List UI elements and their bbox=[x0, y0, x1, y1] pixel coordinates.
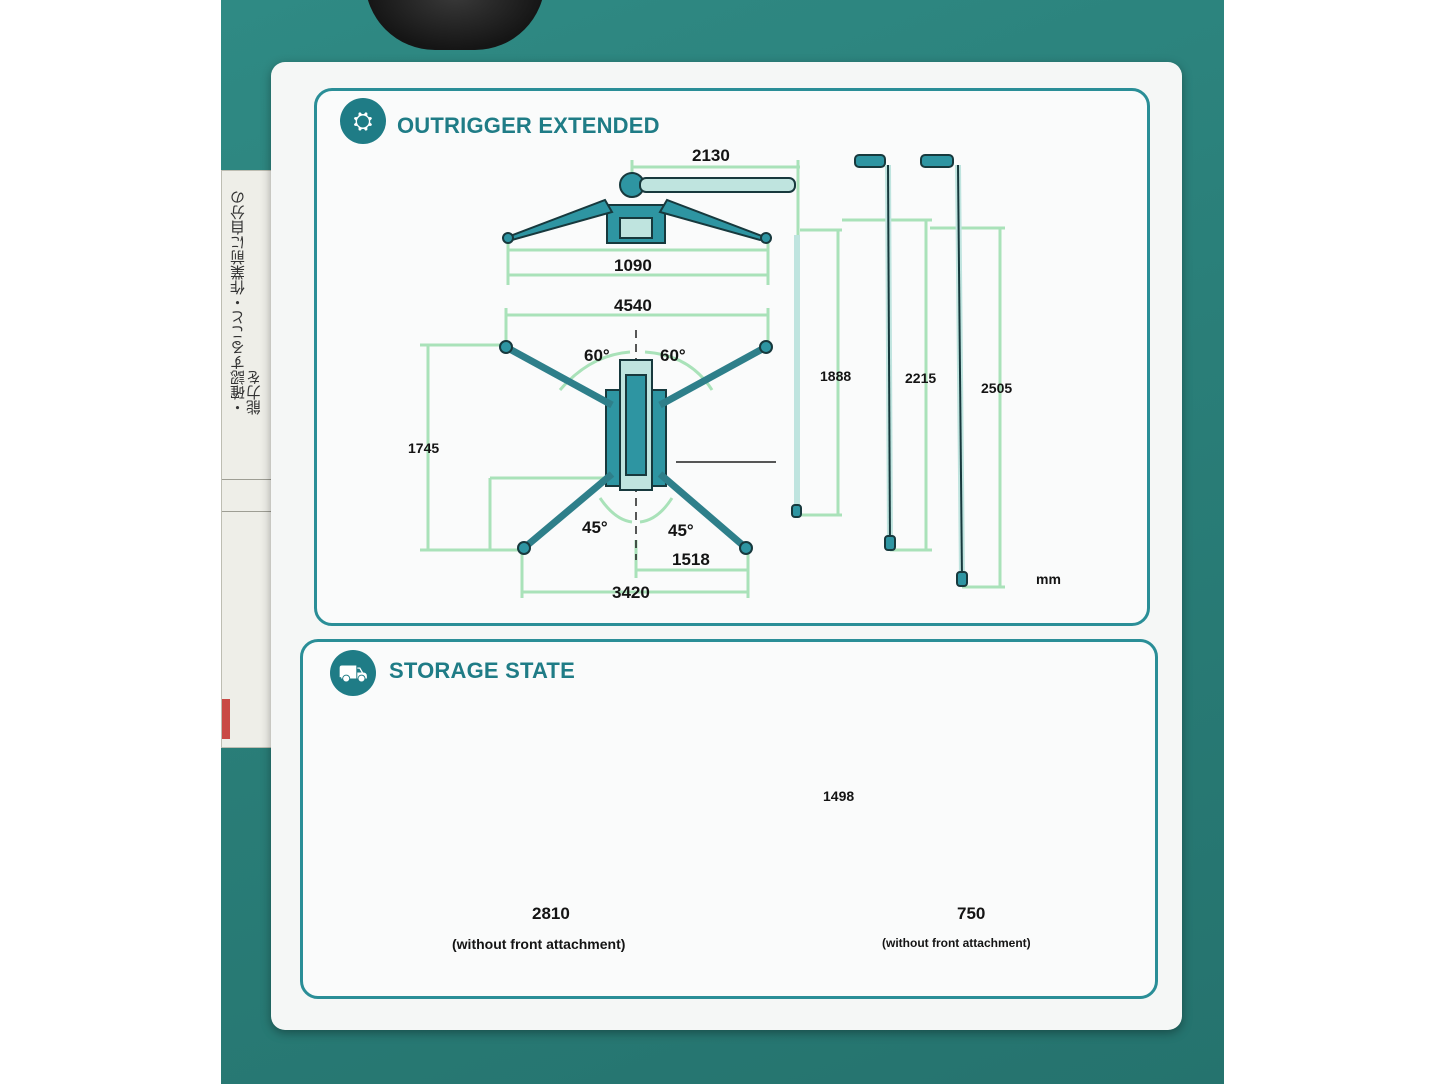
dimension-1745: 1745 bbox=[408, 440, 440, 456]
dimension-3420: 3420 bbox=[612, 583, 650, 602]
crane-top-view bbox=[501, 172, 796, 244]
dimension-1498: 1498 bbox=[823, 788, 855, 804]
crane-outrigger-icon: ⛭ bbox=[340, 98, 386, 144]
dimension-1090: 1090 bbox=[614, 256, 652, 275]
dimension-2810: 2810 bbox=[532, 904, 570, 923]
dimension-750: 750 bbox=[957, 904, 986, 923]
unit-label: mm bbox=[1036, 571, 1061, 587]
angle-60-right: 60° bbox=[660, 346, 686, 365]
front-view-note: (without front attachment) bbox=[882, 936, 1031, 950]
dimension-1888: 1888 bbox=[820, 368, 852, 384]
angle-45-right: 45° bbox=[668, 521, 694, 540]
outrigger-title: OUTRIGGER EXTENDED bbox=[397, 113, 660, 138]
dimension-1518: 1518 bbox=[672, 550, 710, 569]
angle-60-left: 60° bbox=[584, 346, 610, 365]
boom-height-poles bbox=[791, 154, 968, 587]
red-stripe bbox=[222, 699, 230, 739]
dimension-4540: 4540 bbox=[614, 296, 652, 315]
crane-plan-view bbox=[499, 340, 773, 555]
storage-title: STORAGE STATE bbox=[389, 658, 575, 683]
divider bbox=[222, 479, 288, 480]
dimension-lines bbox=[420, 160, 1005, 598]
divider bbox=[222, 511, 288, 512]
angle-45-left: 45° bbox=[582, 518, 608, 537]
dimension-2215: 2215 bbox=[905, 370, 937, 386]
dimension-2505: 2505 bbox=[981, 380, 1013, 396]
storage-state-panel bbox=[300, 639, 1158, 999]
dimension-2130: 2130 bbox=[692, 146, 730, 165]
side-view-note: (without front attachment) bbox=[452, 936, 626, 952]
crane-storage-icon: ⛟ bbox=[330, 650, 376, 696]
